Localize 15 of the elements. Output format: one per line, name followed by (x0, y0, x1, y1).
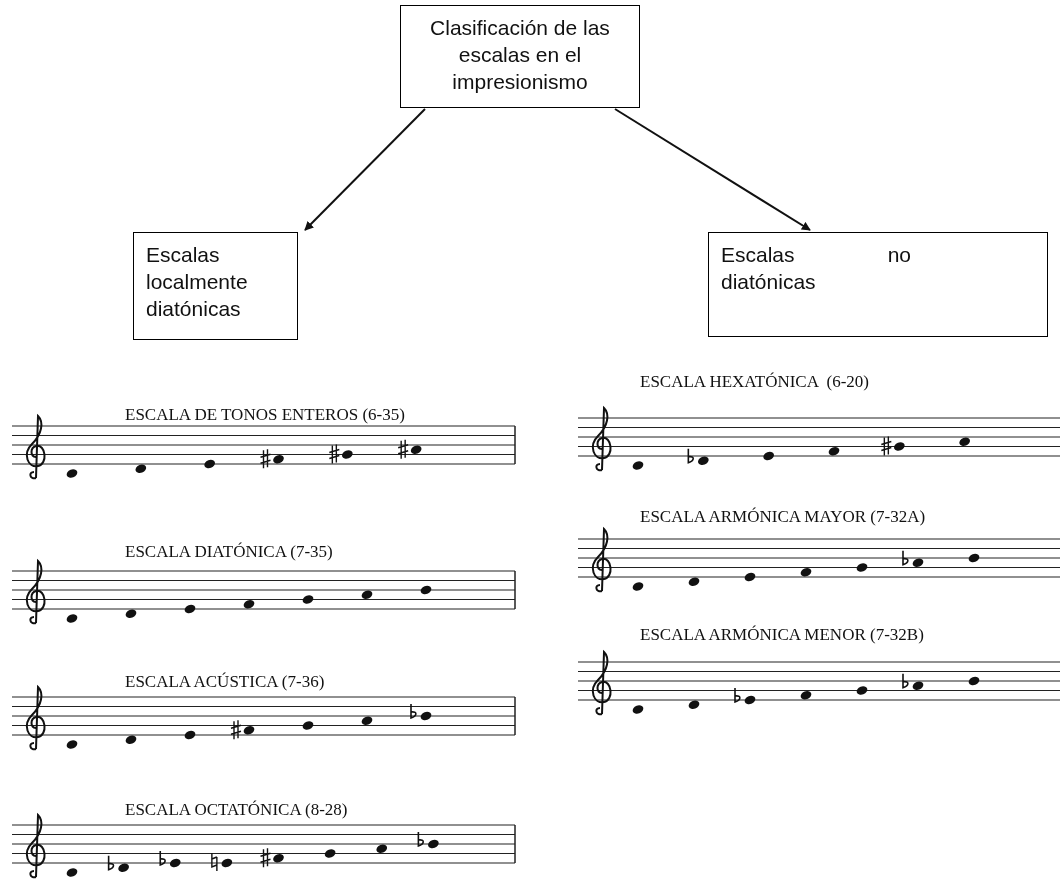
scale-title: ESCALA ARMÓNICA MAYOR (7-32A) (640, 507, 926, 527)
arrow (614, 108, 811, 231)
scale-title: ESCALA DIATÓNICA (7-35) (125, 542, 333, 562)
scale-title: ESCALA DE TONOS ENTEROS (6-35) (125, 405, 405, 425)
arrow (304, 108, 426, 231)
category-box (708, 232, 1048, 337)
scale-title: ESCALA ARMÓNICA MENOR (7-32B) (640, 625, 924, 645)
box-text: Clasificación de las escalas en el impresionismo (429, 15, 611, 95)
box-text: Escalas no diatónicas (721, 242, 911, 295)
box-text: Escalas localmente diatónicas (146, 242, 249, 322)
category-box (133, 232, 298, 340)
scale-title: ESCALA HEXATÓNICA (6-20) (640, 372, 870, 392)
scale-title: ESCALA ACÚSTICA (7-36) (125, 672, 325, 692)
category-box (400, 5, 640, 108)
scale-title: ESCALA OCTATÓNICA (8-28) (125, 800, 348, 820)
